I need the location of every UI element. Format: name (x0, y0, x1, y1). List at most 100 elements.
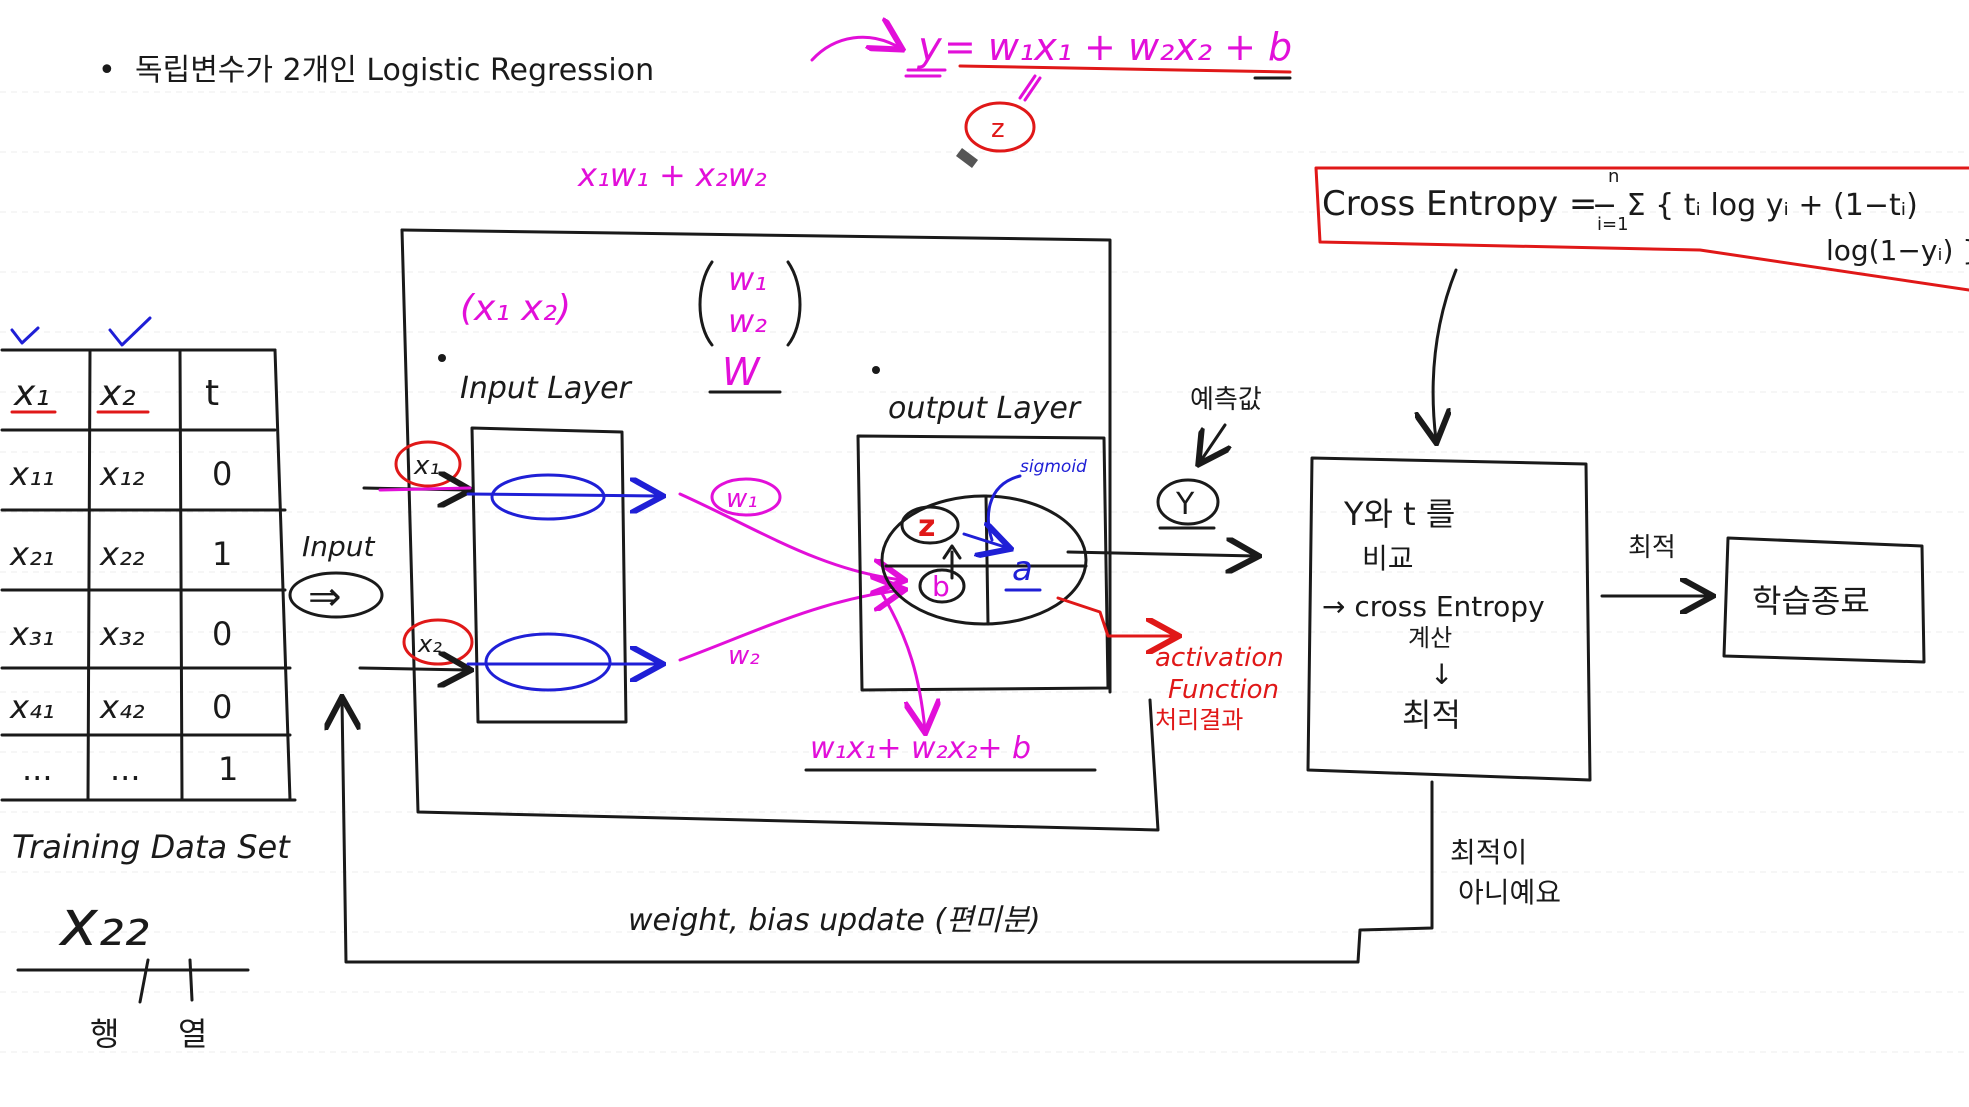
network-frame-inner (400, 228, 1112, 694)
table-row: x₂₁ x₂₂ 1 (9, 535, 232, 573)
weight-1-label: w₁ (726, 484, 758, 514)
output-to-compare-arrow (1066, 552, 1256, 556)
feedback-loop-arrow (342, 700, 1434, 964)
loss-formula-line2: log(1−yᵢ) } (1826, 234, 1969, 267)
table-cell: x₄₁ (9, 688, 55, 726)
prediction-label: 예측값 (1190, 385, 1262, 415)
loss-sum-top: n (1608, 166, 1619, 187)
weight-vector-w2: w₂ (728, 302, 767, 340)
input-layer-dot (438, 354, 446, 362)
row-label: 행 (90, 1015, 119, 1053)
pencil-cursor-icon (956, 148, 978, 168)
index-notation: x₂₂ (58, 887, 149, 961)
compare-arrow: ↓ (1430, 658, 1453, 691)
result-box (1722, 536, 1926, 664)
page-title: 독립변수가 2개인 Logistic Regression (135, 53, 654, 88)
notation-pointers (138, 958, 194, 1004)
not-optimal-line2: 아니예요 (1458, 876, 1561, 909)
input-label: Input (302, 530, 376, 563)
table-cell: x₃₁ (9, 615, 55, 653)
output-layer-box (856, 434, 1110, 692)
compare-line5: 최적 (1402, 696, 1461, 734)
table-header-x2: x₂ (99, 373, 136, 414)
not-optimal-line1: 최적이 (1450, 836, 1527, 869)
result-label: 학습종료 (1752, 582, 1870, 620)
loss-formula-lhs: Cross Entropy = (1322, 184, 1597, 224)
input-vector: (x₁ x₂) (460, 288, 571, 329)
loss-formula-box (1314, 166, 1969, 292)
x1-to-layer-arrow (466, 494, 660, 496)
loss-sum-bottom: i=1 (1597, 214, 1629, 235)
table-cell: 0 (212, 455, 232, 493)
prediction-symbol: Y (1175, 487, 1195, 522)
table-cell: x₁₂ (99, 455, 145, 493)
table-row: x₁₁ x₁₂ 0 (9, 455, 232, 493)
table-cell: x₄₂ (99, 688, 145, 726)
table-row: x₄₁ x₄₂ 0 (9, 688, 232, 726)
input-arrow-icon: ⇒ (308, 574, 342, 620)
z-circle (964, 101, 1036, 153)
table-cell: 1 (218, 750, 238, 788)
loss-to-compare-arrow (1433, 268, 1458, 440)
neuron-z-circle (900, 505, 960, 545)
input-layer-box (470, 426, 628, 724)
weight-1-circle (710, 477, 782, 517)
neuron-a: a (1012, 549, 1033, 589)
loss-formula-rhs: − Σ { tᵢ log yᵢ + (1−tᵢ) (1592, 188, 1918, 223)
table-cell: x₁₁ (9, 455, 55, 493)
feedback-label: weight, bias update (편미분) (628, 903, 1041, 938)
compare-line4: 계산 (1408, 624, 1452, 652)
checkmark-x2-icon (108, 316, 152, 347)
weight-vector-w1: w₁ (728, 260, 767, 298)
activation-note-line2: Function (1168, 675, 1279, 705)
equation-y: y (917, 24, 943, 70)
activation-note-line3: 처리결과 (1155, 706, 1243, 734)
table-cell: x₂₂ (99, 535, 145, 573)
table-header-t: t (205, 373, 219, 414)
output-layer-dot (872, 366, 880, 374)
sum-pointer-arrow (878, 588, 925, 730)
equation-to-z-arrow (1018, 74, 1042, 102)
x1-pink-stroke (378, 486, 472, 492)
weight-vector-left-paren (698, 260, 714, 347)
equation-y-underline (904, 68, 947, 78)
activation-pointer-arrow (1056, 596, 1176, 636)
table-cell: ... (22, 750, 53, 788)
w2-to-neuron-path (678, 590, 902, 662)
table-cell: 0 (212, 688, 232, 726)
weight-vector-right-paren (786, 260, 802, 347)
compare-line1: Y와 t 를 (1343, 495, 1455, 533)
z-label: z (991, 114, 1005, 144)
z-to-a-arrow (962, 534, 1008, 548)
ruled-lines (0, 91, 1969, 1053)
neuron-dividers (884, 494, 1088, 626)
table-row: x₃₁ x₃₂ 0 (9, 615, 232, 653)
input-layer-label: Input Layer (460, 371, 633, 406)
input-neuron-1 (490, 473, 606, 521)
optimal-label: 최적 (1628, 533, 1676, 563)
table-row: ... ... 1 (22, 750, 238, 788)
table-header-x1: x₁ (13, 373, 50, 414)
input-node-x2: x₂ (417, 630, 442, 658)
activation-note-line1: activation (1155, 643, 1284, 673)
neuron-b: b (932, 570, 950, 603)
prediction-circle (1156, 478, 1220, 526)
neuron-z: z (918, 509, 935, 544)
table-cell: ... (110, 750, 141, 788)
sigmoid-label: sigmoid (1020, 457, 1087, 477)
table-cell: x₃₂ (99, 615, 145, 653)
b-to-z-arrow (942, 544, 962, 580)
table-caption: Training Data Set (12, 828, 291, 866)
title-to-equation-arrow (810, 37, 900, 62)
weight-2-label: w₂ (728, 641, 760, 671)
bullet-dot: • (98, 53, 116, 88)
weight-name: W (722, 350, 761, 394)
table-cell: 0 (212, 615, 232, 653)
prediction-pointer (1200, 423, 1225, 462)
compare-line2: 비교 (1362, 542, 1414, 575)
input-node-x1-circle (394, 440, 462, 488)
x2-input-arrow (358, 668, 468, 670)
output-neuron (880, 494, 1088, 626)
